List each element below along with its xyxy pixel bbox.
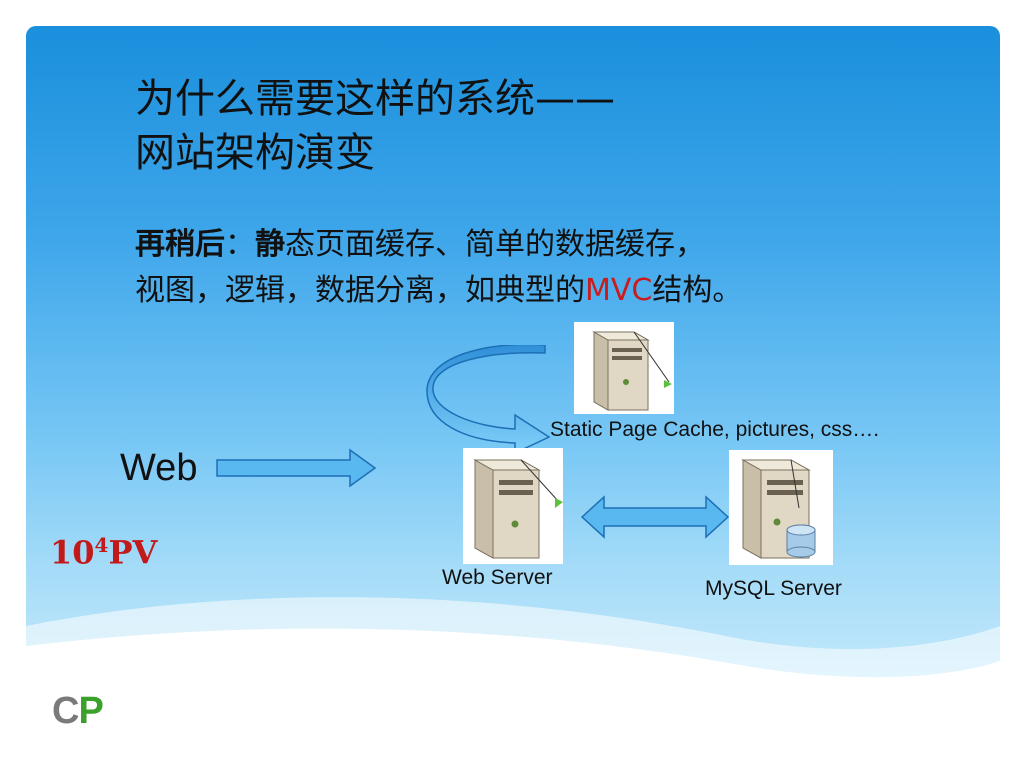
paragraph-bold-1: 再稍后 xyxy=(135,227,225,262)
paragraph-pre-2: 视图，逻辑，数据分离，如典型的 xyxy=(135,273,585,308)
cache-curved-arrow xyxy=(426,345,551,455)
paragraph-bold-2: 静 xyxy=(255,227,285,262)
pv-unit: PV xyxy=(108,533,158,572)
slide-title: 为什么需要这样的系统—— 网站架构演变 xyxy=(135,72,615,180)
mysql-label: MySQL Server xyxy=(705,577,842,600)
double-arrow xyxy=(580,495,730,539)
cp-logo: CP xyxy=(52,690,104,733)
paragraph-line-1: 再稍后：静态页面缓存、简单的数据缓存， xyxy=(135,222,742,268)
description-paragraph: 再稍后：静态页面缓存、简单的数据缓存， 视图，逻辑，数据分离，如典型的MVC结构… xyxy=(135,222,742,314)
paragraph-rest-1: 态页面缓存、简单的数据缓存， xyxy=(285,227,705,262)
pv-metric: 104PV xyxy=(50,533,157,572)
mysql-server-icon xyxy=(729,450,833,565)
slide xyxy=(26,26,1000,726)
title-line-1: 为什么需要这样的系统—— xyxy=(135,76,615,122)
bottom-wave xyxy=(26,597,1000,726)
logo-c: C xyxy=(52,690,79,732)
web-label: Web xyxy=(120,447,198,489)
paragraph-line-2: 视图，逻辑，数据分离，如典型的MVC结构。 xyxy=(135,268,742,314)
pv-base: 10 xyxy=(50,533,95,572)
web-server-icon xyxy=(463,448,563,564)
cache-server-icon xyxy=(574,322,674,414)
webserver-label: Web Server xyxy=(442,566,553,589)
title-line-2: 网站架构演变 xyxy=(135,130,375,176)
cache-label: Static Page Cache, pictures, css…. xyxy=(550,418,880,441)
paragraph-colon: ： xyxy=(225,227,255,262)
pv-exponent: 4 xyxy=(94,533,109,557)
web-arrow xyxy=(216,448,377,488)
paragraph-post-2: 结构。 xyxy=(652,273,743,308)
mvc-highlight: MVC xyxy=(585,273,653,308)
logo-p: P xyxy=(78,690,103,732)
